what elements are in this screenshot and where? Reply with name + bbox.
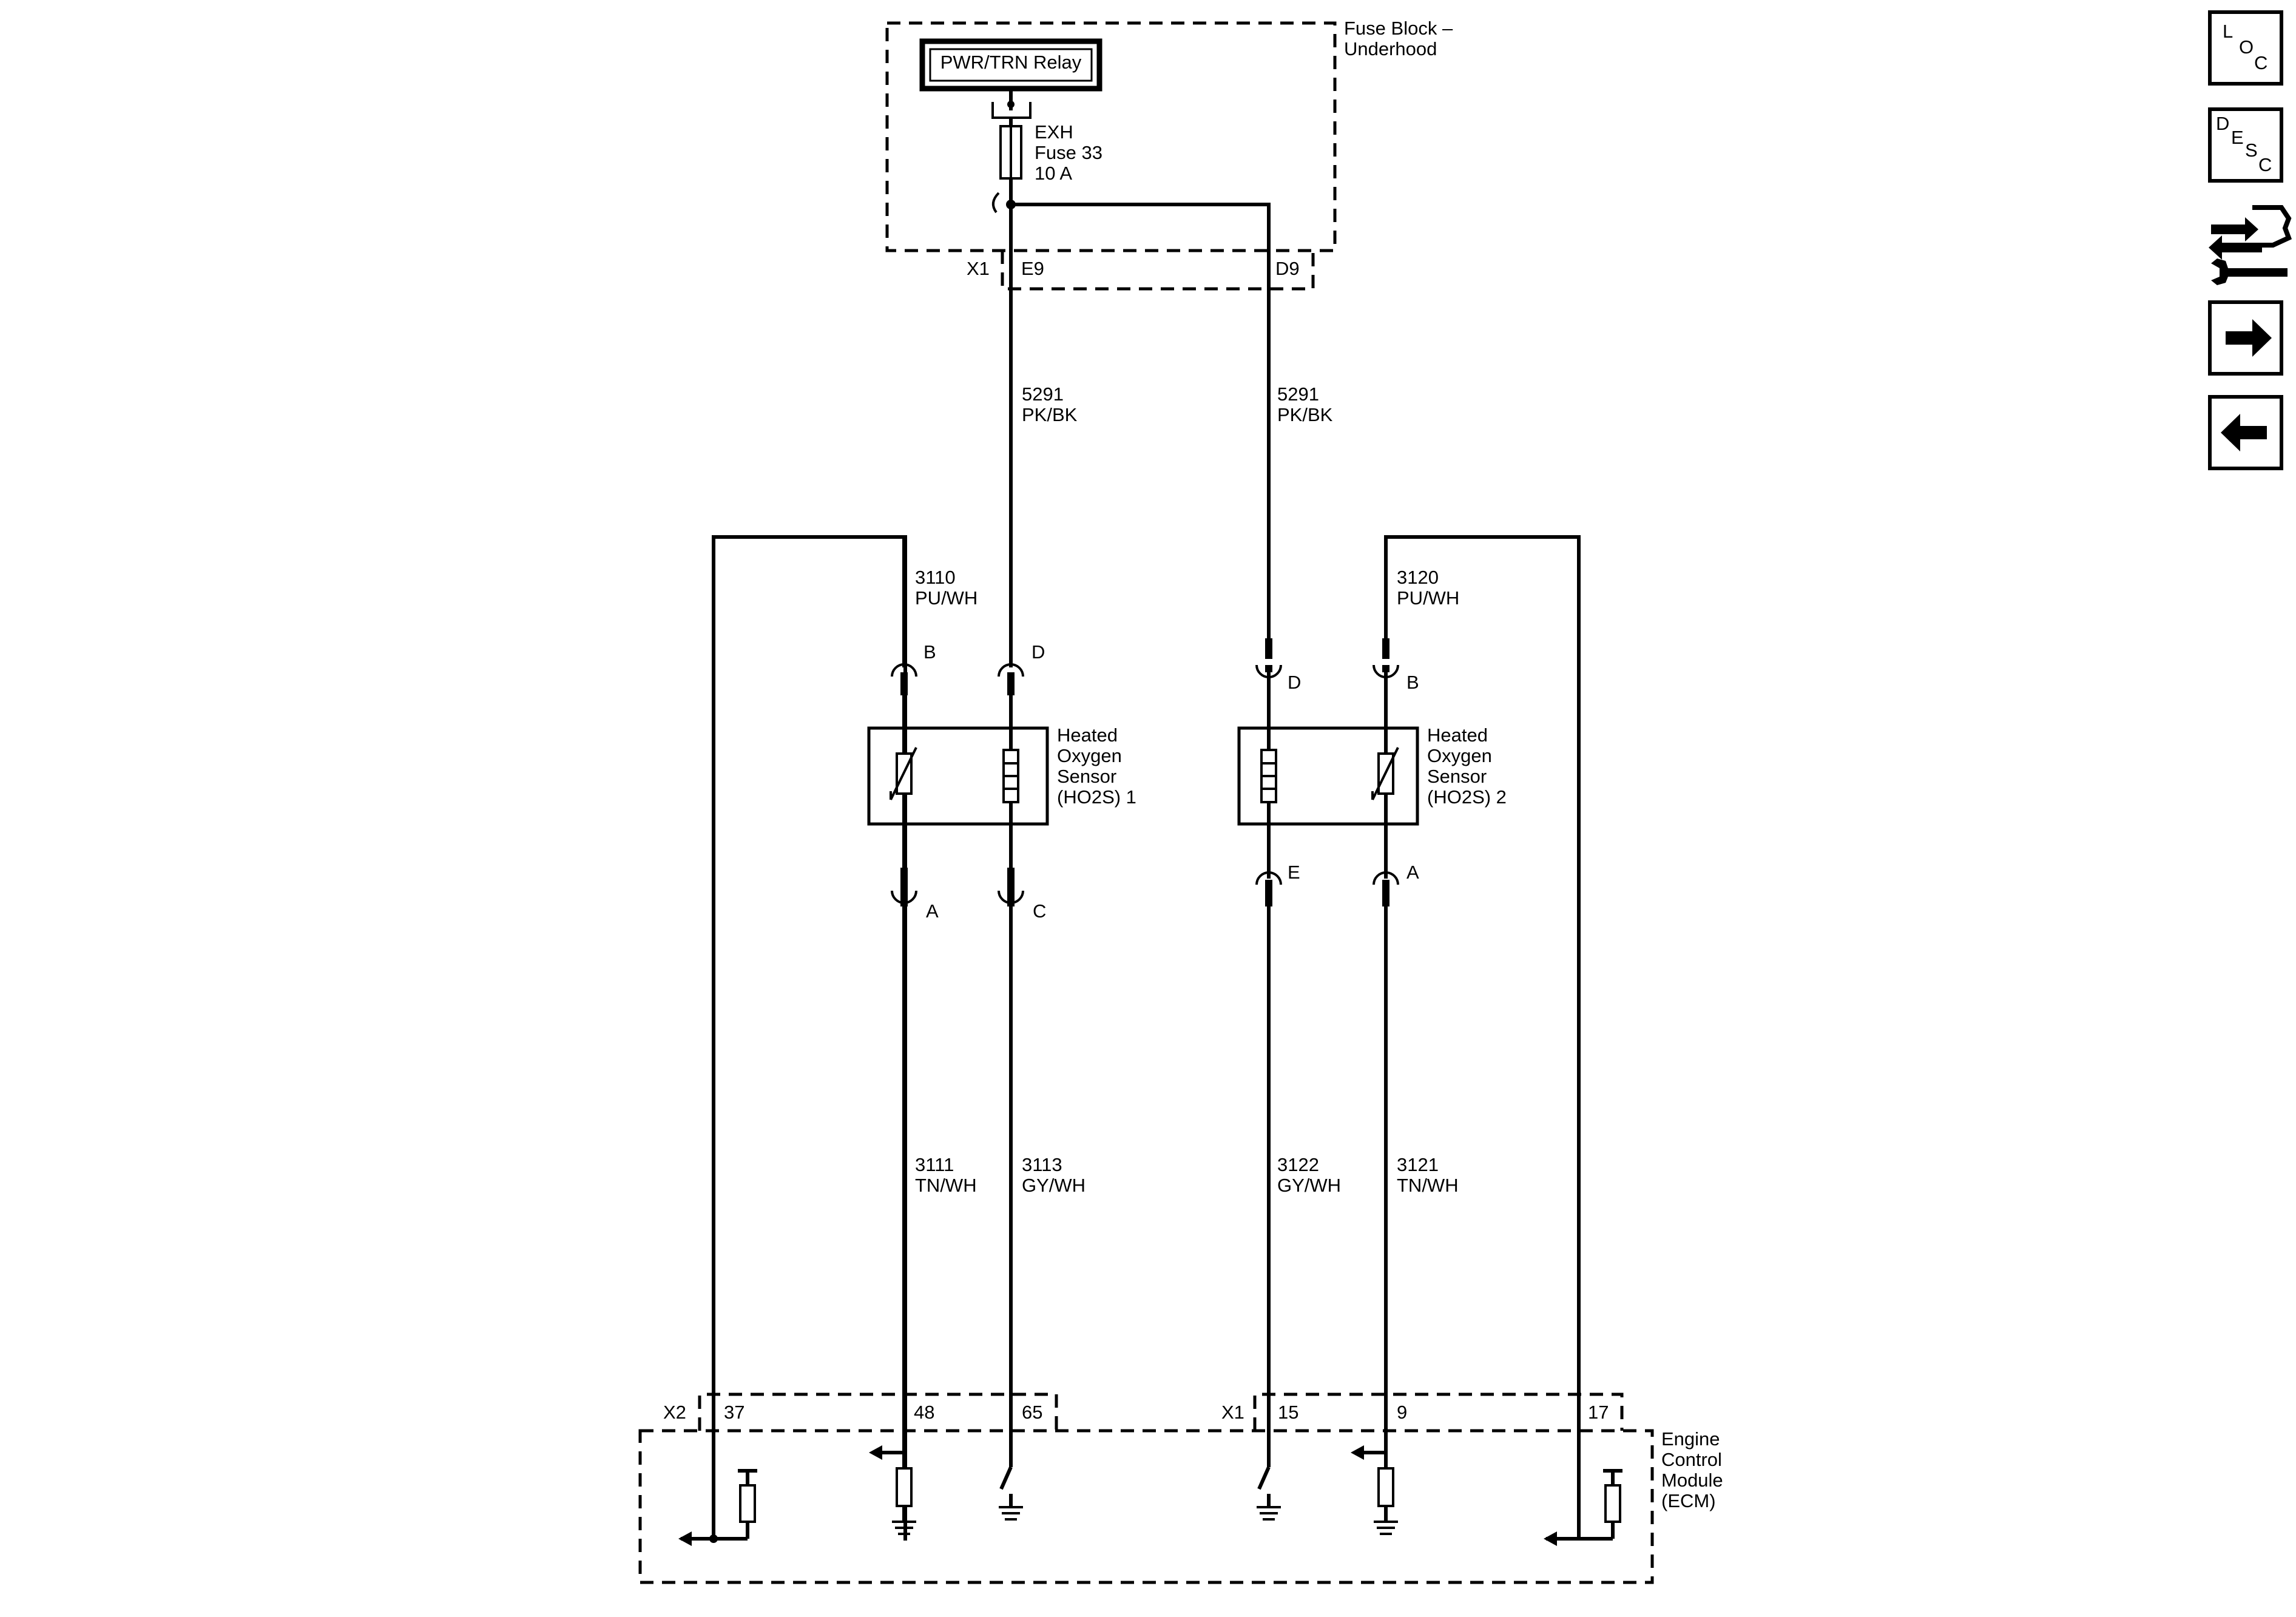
s2-pin-b: B [1406,672,1419,693]
next-page-button[interactable] [2208,300,2283,376]
ecm-label-1: Engine [1661,1428,1720,1450]
ecm-pin-17: 17 [1588,1402,1609,1423]
ecm-circuit-65 [999,1465,1023,1521]
s2-label-4: (HO2S) 2 [1427,786,1507,808]
ho2s-1: B D Heated Oxygen Sensor (HO2S) 1 [867,641,1136,922]
s2-pin-d: D [1288,672,1301,693]
fuse-33 [999,125,1022,180]
s2-pin-a: A [1406,862,1419,883]
fuse-label-1: EXH [1035,121,1073,143]
wire-5291-right-num: 5291 [1277,383,1319,405]
wire-5291-left-num: 5291 [1022,383,1064,405]
wire-3121-num: 3121 [1397,1154,1439,1175]
s1-body [867,726,1049,826]
desc-letter-c: C [2258,154,2272,175]
s2-label-1: Heated [1427,724,1488,746]
s1-pin-c: C [1033,900,1046,922]
ecm-pin-65: 65 [1022,1402,1042,1423]
ecm-circuit-9 [1351,1445,1398,1535]
ho2s-2: D B Heated Oxygen Sensor (HO2S) 2 [1237,638,1507,906]
relay-label: PWR/TRN Relay [940,52,1082,73]
previous-page-button[interactable] [2208,395,2283,470]
loc-letter-l: L [2223,21,2233,42]
wires: 5291 PK/BK 5291 PK/BK 3110 PU/WH 3120 PU… [712,289,1581,1541]
location-button[interactable]: L O C [2208,10,2283,86]
loc-letter-o: O [2239,36,2254,58]
wire-3110-color: PU/WH [915,587,977,609]
s1-label-3: Sensor [1057,766,1116,787]
ecm-label-3: Module [1661,1470,1723,1491]
fuse-block-x1-label: X1 [967,258,990,279]
description-button[interactable]: D E S C [2208,107,2283,183]
s2-label-3: Sensor [1427,766,1487,787]
wire-3122-color: GY/WH [1277,1175,1341,1196]
s1-pin-a: A [926,900,939,922]
fuse-block-title-1: Fuse Block – [1344,18,1453,39]
ecm-pin-37: 37 [724,1402,745,1423]
fuse-block: Fuse Block – Underhood PWR/TRN Relay EXH… [885,18,1453,291]
wire-3111-num: 3111 [915,1154,954,1175]
loc-letter-c: C [2254,52,2267,73]
desc-letter-s: S [2245,140,2258,161]
ecm-pin-15: 15 [1278,1402,1298,1423]
ecm-circuit-37 [678,1431,757,1546]
s1-label-2: Oxygen [1057,745,1122,766]
s1-pin-d: D [1032,641,1045,663]
fuse-label-2: Fuse 33 [1035,142,1102,163]
ecm-x1-label: X1 [1221,1402,1244,1423]
s2-pin-e: E [1288,862,1300,883]
s1-heater-icon [1002,727,1019,825]
ecm-label-4: (ECM) [1661,1490,1716,1511]
s2-body [1237,726,1419,826]
arrow-right-icon [2226,319,2272,357]
s2-heater-icon [1260,727,1277,825]
wire-3111-color: TN/WH [915,1175,977,1196]
s1-sensor-element-icon [890,727,917,825]
s2-sensor-element-icon [1371,727,1399,825]
s2-label-2: Oxygen [1427,745,1492,766]
ecm-x2-label: X2 [663,1402,686,1423]
ecm-pin-9: 9 [1397,1402,1407,1423]
nav-panel: L O C D E S C [2208,10,2292,470]
ecm-pin-48: 48 [914,1402,934,1423]
s1-pin-b: B [923,641,936,663]
wire-5291-left-color: PK/BK [1022,404,1078,425]
desc-letter-d: D [2216,113,2229,134]
wire-5291-right-color: PK/BK [1277,404,1333,425]
s1-label-4: (HO2S) 1 [1057,786,1136,808]
ecm-label-2: Control [1661,1449,1722,1470]
wire-3120-num: 3120 [1397,567,1439,588]
wire-3113-color: GY/WH [1022,1175,1086,1196]
fuse-label-3: 10 A [1035,163,1072,184]
connector-repair-icon[interactable] [2209,205,2292,285]
arrow-left-icon [2221,414,2267,451]
fuse-block-pin-d9: D9 [1275,258,1300,279]
wire-3110-num: 3110 [915,567,956,588]
ecm-circuit-48 [869,1445,916,1535]
fuse-block-boundary [885,21,1337,252]
fuse-block-title-2: Underhood [1344,38,1437,59]
wire-3113-num: 3113 [1022,1154,1062,1175]
s1-label-1: Heated [1057,724,1118,746]
fuse-block-pin-e9: E9 [1021,258,1044,279]
wire-3122-num: 3122 [1277,1154,1319,1175]
wire-3120-color: PU/WH [1397,587,1459,609]
pwr-trn-relay: PWR/TRN Relay [919,38,1102,92]
wire-3121-color: TN/WH [1397,1175,1459,1196]
ecm-circuit-15 [1257,1465,1281,1521]
engine-control-module: X2 X1 37 48 65 15 9 17 Engine Control Mo… [638,1393,1723,1584]
ecm-boundary [638,1429,1654,1584]
desc-letter-e: E [2231,127,2244,148]
ecm-circuit-17 [1544,1431,1622,1546]
